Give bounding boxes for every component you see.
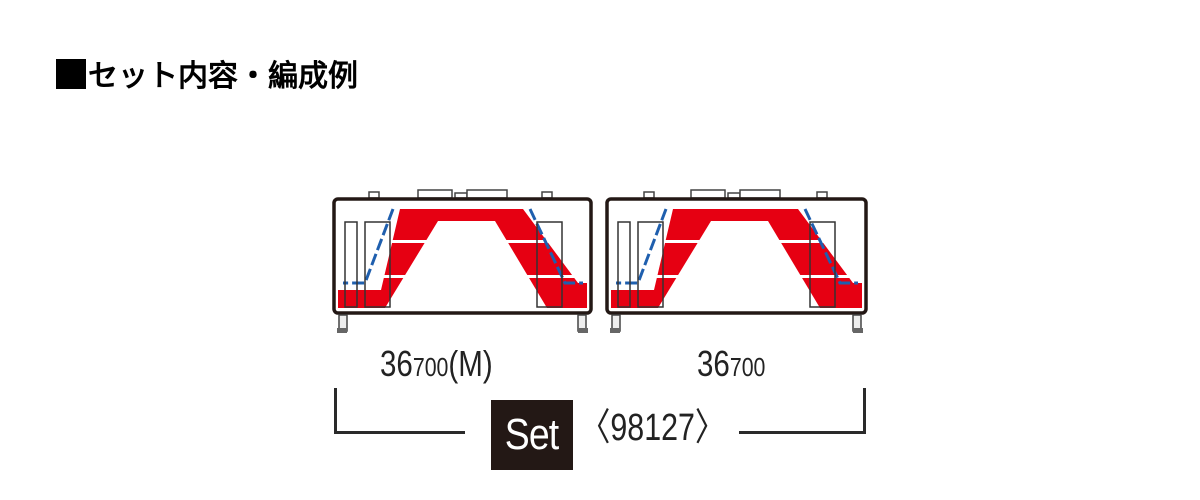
car-number-sub: 700 [412, 352, 449, 382]
motor-indicator: (M) [448, 343, 493, 384]
car-number-main: 36 [697, 343, 730, 384]
set-bracket-right [739, 388, 866, 434]
car-number-sub: 700 [729, 352, 766, 382]
square-bullet-icon [56, 59, 86, 89]
car-illustration-2 [600, 180, 870, 340]
set-badge: Set [491, 400, 573, 470]
car-illustration-1 [325, 180, 595, 340]
set-badge-label: Set [505, 410, 559, 459]
railcar-front-icon [605, 189, 868, 333]
car-label-2: 36700 [697, 342, 765, 394]
railcar-front-icon [332, 189, 593, 333]
set-product-number: 〈98127〉 [580, 407, 726, 449]
section-heading: セット内容・編成例 [56, 57, 358, 97]
set-bracket-left [334, 388, 465, 434]
car-number-main: 36 [380, 343, 413, 384]
heading-text: セット内容・編成例 [88, 59, 358, 94]
car-label-1: 36700(M) [380, 342, 493, 394]
